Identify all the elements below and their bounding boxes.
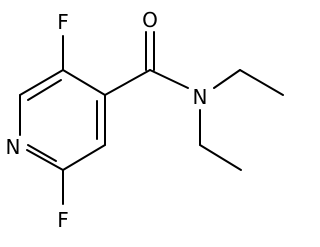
bond-ethyl2-ch3 [199, 144, 242, 171]
bond-n-ethyl1 [213, 69, 241, 89]
bond-c3-c4 [62, 69, 106, 96]
amide-nitrogen-label: N [193, 85, 208, 109]
bond-carbonyl-n [149, 69, 189, 89]
oxygen-atom-label: O [142, 8, 158, 32]
bond-c4-carbonyl [104, 69, 151, 96]
fluorine-atom-label: F [57, 208, 69, 232]
pyridine-nitrogen-label: N [6, 135, 21, 159]
fluorine-atom-label: F [57, 10, 69, 34]
bond-ethyl1-ch3 [239, 69, 284, 96]
bond-c5-c6 [62, 144, 106, 171]
molecule-structure: F F O N N [6, 8, 284, 232]
bond-c6-n-ring-inner [27, 144, 57, 162]
bond-c6-n-ring [26, 149, 64, 171]
bond-c2-c3-inner [27, 79, 62, 101]
bond-c2-c3 [19, 69, 64, 96]
